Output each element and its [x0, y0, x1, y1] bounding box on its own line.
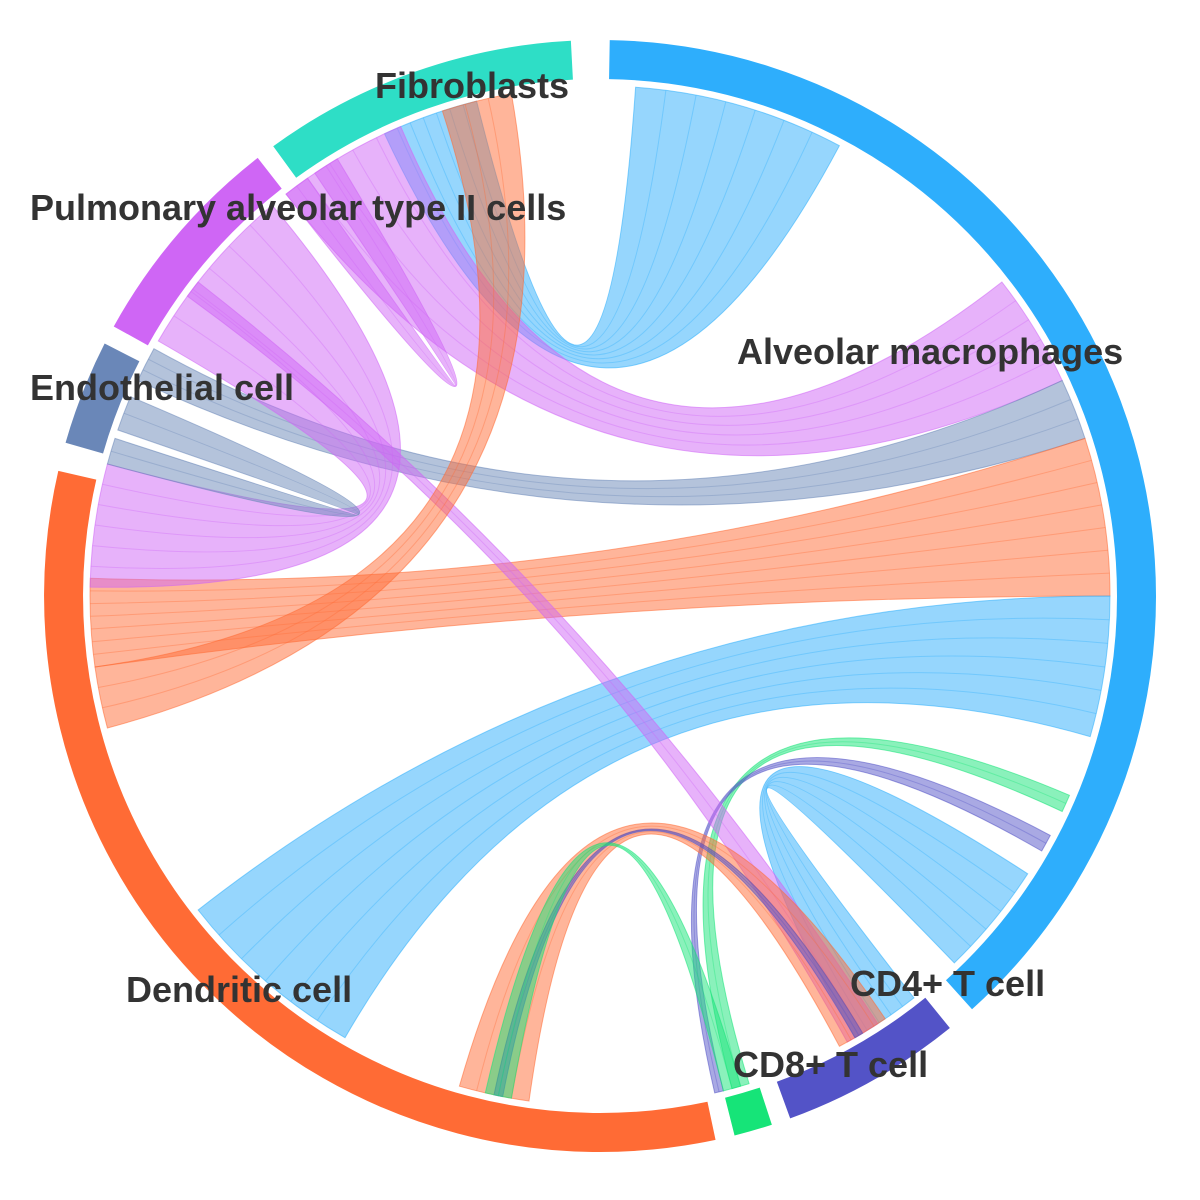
sector-pulmonary-alveolar-type-ii-cells[interactable]	[113, 157, 282, 346]
ribbon-strand	[476, 825, 875, 1092]
label-cd4-t-cell: CD4+ T cell	[850, 963, 1046, 1004]
ribbon-strand	[110, 412, 360, 516]
ribbon-strand	[89, 459, 1092, 592]
label-cd8-t-cell: CD8+ T cell	[733, 1044, 929, 1085]
label-alveolar-macrophages: Alveolar macrophages	[737, 331, 1124, 372]
ribbon-strand	[765, 781, 987, 1016]
ribbon-strand	[148, 358, 1071, 490]
sector-endothelial-cell[interactable]	[65, 343, 140, 454]
ribbon-pulmonary-alveolar-type-ii-cells-to-fibroblasts	[285, 158, 458, 388]
ribbon-strand	[241, 637, 1108, 960]
label-endothelial-cell: Endothelial cell	[30, 367, 295, 408]
ribbon-strand	[375, 137, 1016, 417]
ribbon-strand	[98, 290, 375, 527]
ribbon-strand	[94, 267, 381, 539]
label-fibroblasts: Fibroblasts	[375, 65, 570, 106]
sector-cd4-t-cell[interactable]	[776, 997, 950, 1119]
label-pulmonary-alveolar-type-ii-cells: Pulmonary alveolar type II cells	[30, 187, 567, 228]
ribbon-strand	[352, 149, 1029, 426]
ribbon-strand	[102, 315, 371, 517]
ribbon-cd8-t-cell-to-dendritic-cell	[484, 842, 742, 1099]
ribbon-strand	[766, 784, 971, 1007]
ribbon-strand	[90, 504, 1102, 617]
ribbon-strand	[497, 843, 733, 1096]
ribbon-strand	[329, 163, 1042, 436]
ribbon-endothelial-cell-to-dendritic-cell	[106, 396, 361, 518]
sector-alveolar-macrophages[interactable]	[609, 40, 1156, 1010]
ribbon-layer	[89, 86, 1111, 1102]
ribbon-strand	[90, 482, 1098, 605]
ribbon-strand	[764, 776, 1002, 1023]
sector-cd8-t-cell[interactable]	[724, 1087, 772, 1136]
sector-fibroblasts[interactable]	[273, 40, 573, 178]
ribbon-strand	[102, 98, 510, 709]
ribbon-strand	[296, 165, 457, 387]
label-dendritic-cell: Dendritic cell	[126, 969, 353, 1010]
ribbon-strand	[92, 549, 1108, 643]
ribbon-cd8-t-cell-to-alveolar-macrophages	[702, 737, 1071, 1090]
ribbon-dendritic-cell-to-fibroblasts	[94, 93, 526, 729]
ribbon-alveolar-macrophages-to-dendritic-cell	[197, 595, 1111, 1039]
ribbon-strand	[98, 104, 495, 688]
ribbon-strand	[90, 224, 394, 569]
sector-dendritic-cell[interactable]	[44, 470, 716, 1152]
sector-layer	[44, 40, 1156, 1152]
ribbon-strand	[142, 369, 1079, 498]
ribbon-strand	[92, 245, 387, 553]
ribbon-strand	[707, 741, 1067, 1087]
ribbon-strand	[409, 120, 785, 360]
ribbon-strand	[218, 617, 1110, 936]
ribbon-strand	[510, 831, 852, 1099]
ribbon-strand	[91, 527, 1106, 630]
